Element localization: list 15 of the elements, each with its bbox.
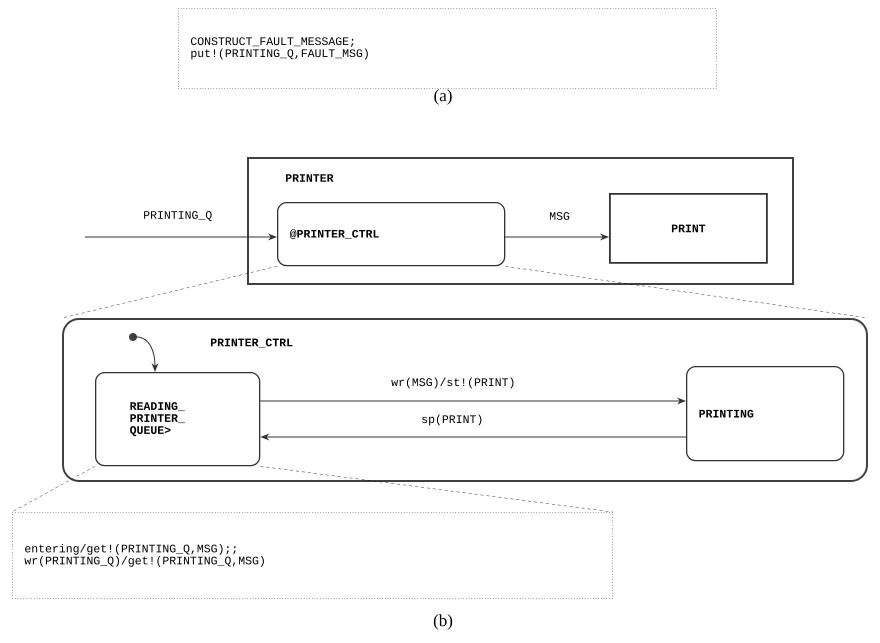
edge-label: PRINTING_Q xyxy=(144,211,212,221)
state-box: READING_ PRINTER_ QUEUE> xyxy=(95,372,260,466)
edge-label: wr(MSG)/st!(PRINT) xyxy=(391,378,514,388)
code-box: CONSTRUCT_FAULT_MESSAGE; put!(PRINTING_Q,FAULT_MSG) xyxy=(178,8,717,89)
zoom-line xyxy=(260,466,613,512)
state-box: PRINTING xyxy=(686,366,844,462)
module-box: PRINT xyxy=(609,193,768,264)
panel-label: (b) xyxy=(434,614,452,630)
edge-label: sp(PRINT) xyxy=(422,414,482,426)
zoom-line xyxy=(12,466,96,512)
code-box: entering/get!(PRINTING_Q,MSG);; wr(PRINTING_Q)/get!(PRINTING_Q,MSG) xyxy=(12,512,613,599)
state-box: @PRINTER_CTRL xyxy=(277,202,506,266)
initial-dot xyxy=(129,333,137,341)
zoom-line xyxy=(505,266,868,318)
edge-label: MSG xyxy=(550,212,570,220)
